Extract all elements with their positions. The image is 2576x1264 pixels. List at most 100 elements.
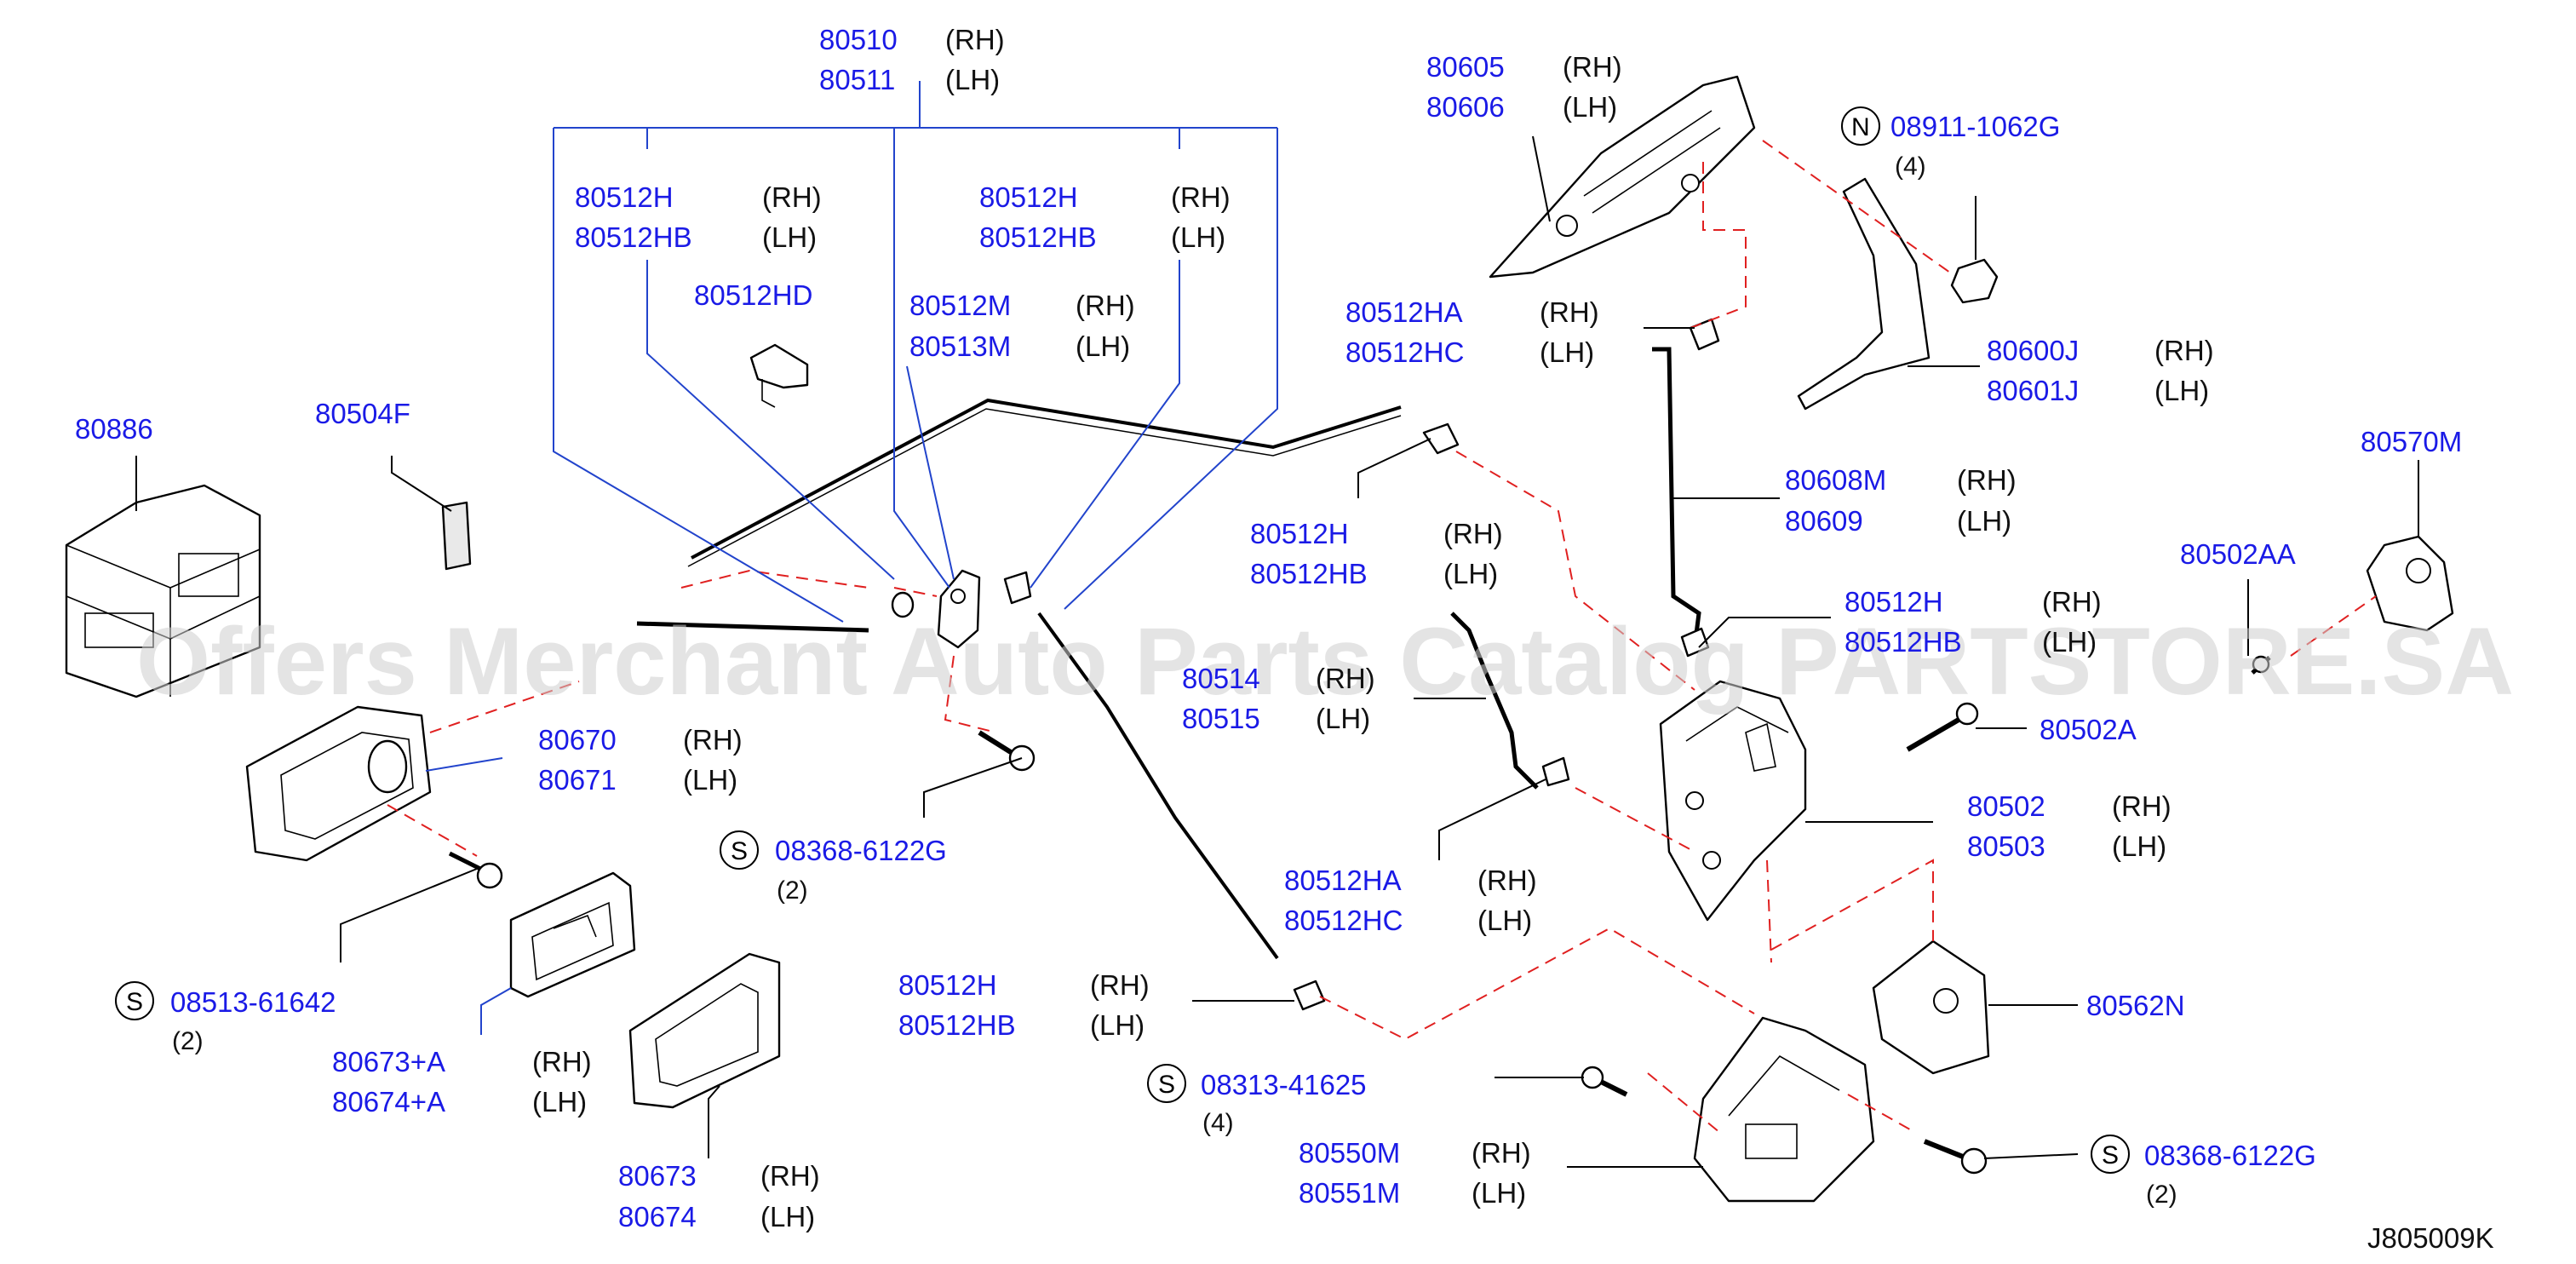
part-number: 80512M: [909, 290, 1011, 321]
part-number: 80674: [618, 1201, 697, 1232]
side-label: (LH): [1957, 505, 2011, 537]
part-number: 08368-6122G: [775, 835, 947, 866]
symbol-circle: [720, 830, 759, 870]
callout-80570m: 80570M: [2361, 426, 2462, 457]
part-number: 80512HA: [1345, 296, 1463, 328]
assembly-dashed-lines: [387, 140, 2377, 1134]
symbol-circle: [2091, 1135, 2130, 1174]
symbol-circle: [1147, 1064, 1186, 1103]
part-number: 80512H: [898, 969, 997, 1001]
callout-08368-a: S 08368-6122G (2): [720, 830, 947, 905]
callout-80512h-e: 80512H (RH) 80512HB (LH): [898, 969, 1150, 1041]
side-label: (LH): [1316, 703, 1370, 734]
part-80512hd-clip: [749, 343, 809, 408]
callout-08513: S 08513-61642 (2): [115, 981, 336, 1055]
part-number: 80670: [538, 724, 617, 756]
part-80600j-bracket: [1797, 177, 1931, 411]
part-number: 80502A: [2040, 714, 2137, 745]
callout-80670: 80670 (RH) 80671 (LH): [538, 724, 743, 796]
side-label: (LH): [1477, 905, 1532, 936]
quantity-label: (4): [1202, 1109, 1234, 1137]
part-08513-screw: [448, 851, 503, 889]
callout-08368-b: S 08368-6122G (2): [2091, 1135, 2316, 1209]
callout-80502aa: 80502AA: [2180, 538, 2296, 570]
callout-80600j: 80600J (RH) 80601J (LH): [1987, 335, 2214, 406]
side-label: (RH): [945, 24, 1005, 55]
symbol-circle: [115, 981, 154, 1020]
side-label: (LH): [1090, 1009, 1145, 1041]
part-rods: [636, 347, 1701, 960]
callout-80512h-a: 80512H (RH) 80512HB (LH): [575, 181, 822, 253]
part-number: 80609: [1785, 505, 1863, 537]
part-08368-bolt-right: [1923, 1139, 1988, 1175]
part-number: 08313-41625: [1201, 1069, 1367, 1100]
side-label: (RH): [532, 1046, 592, 1077]
part-number: 80512HB: [979, 221, 1097, 253]
part-lever-assembly: [891, 569, 1032, 649]
callout-80550m: 80550M (RH) 80551M (LH): [1299, 1137, 1531, 1209]
part-number: 80674+A: [332, 1086, 445, 1117]
callout-80512m: 80512M (RH) 80513M (LH): [909, 290, 1135, 362]
part-number: 80570M: [2361, 426, 2462, 457]
part-number: 80514: [1182, 663, 1260, 694]
part-number: 80606: [1426, 91, 1505, 123]
callout-80886: 80886: [75, 413, 153, 445]
part-number: 80512H: [1250, 518, 1349, 549]
part-number: 80515: [1182, 703, 1260, 734]
part-number: 80550M: [1299, 1137, 1400, 1169]
side-label: (RH): [2154, 335, 2214, 366]
part-rod-clips: [1293, 627, 1710, 1011]
part-number: 80673+A: [332, 1046, 445, 1077]
side-label: (RH): [1090, 969, 1150, 1001]
side-label: (RH): [2042, 586, 2102, 618]
part-number: 80513M: [909, 330, 1011, 362]
part-number: 08513-61642: [170, 986, 336, 1018]
quantity-label: (2): [172, 1027, 204, 1055]
side-label: (RH): [762, 181, 822, 213]
part-80512h-clip-right: [1422, 422, 1460, 455]
part-80605-outside-handle: [1489, 75, 1756, 279]
part-80886-pad: [65, 484, 261, 698]
part-number: 80504F: [315, 398, 410, 429]
side-label: (RH): [1540, 296, 1599, 328]
side-label: (LH): [2042, 626, 2097, 658]
part-number: 80600J: [1987, 335, 2079, 366]
side-label: (LH): [945, 64, 1000, 95]
side-label: (LH): [1171, 221, 1225, 253]
side-label: (LH): [1540, 336, 1594, 368]
part-number: 80512H: [575, 181, 674, 213]
callout-80502: 80502 (RH) 80503 (LH): [1967, 790, 2172, 862]
part-number: 80502AA: [2180, 538, 2296, 570]
callout-08911: N 08911-1062G (4): [1841, 106, 2060, 181]
callout-80512ha-a: 80512HA (RH) 80512HC (LH): [1345, 296, 1599, 368]
part-number: 80605: [1426, 51, 1505, 83]
part-80673a-handle: [509, 871, 636, 998]
side-label: (RH): [760, 1160, 820, 1192]
part-number: 80512HD: [694, 279, 812, 311]
symbol-letter: S: [2102, 1141, 2119, 1169]
side-label: (LH): [760, 1201, 815, 1232]
part-number: 80673: [618, 1160, 697, 1192]
part-number: 80551M: [1299, 1177, 1400, 1209]
callout-80673: 80673 (RH) 80674 (LH): [618, 1160, 820, 1232]
part-number: 80502: [1967, 790, 2045, 822]
part-80502-lock: [1659, 680, 1807, 922]
symbol-circle: [1841, 106, 1880, 146]
callout-80502a: 80502A: [2040, 714, 2137, 745]
symbol-letter: N: [1851, 113, 1870, 141]
side-label: (LH): [532, 1086, 587, 1117]
part-80562n: [1872, 939, 1990, 1075]
part-number: 08911-1062G: [1890, 111, 2060, 142]
part-80570m-striker: [2366, 535, 2454, 632]
side-label: (RH): [2112, 790, 2172, 822]
part-number: 80512HB: [1250, 558, 1368, 589]
symbol-letter: S: [1158, 1071, 1175, 1099]
part-number: 80510: [819, 24, 898, 55]
callout-80504f: 80504F: [315, 398, 410, 429]
side-label: (LH): [1472, 1177, 1526, 1209]
side-label: (RH): [683, 724, 743, 756]
part-number: 80512HB: [898, 1009, 1016, 1041]
side-label: (LH): [2154, 375, 2209, 406]
symbol-letter: S: [731, 837, 748, 865]
